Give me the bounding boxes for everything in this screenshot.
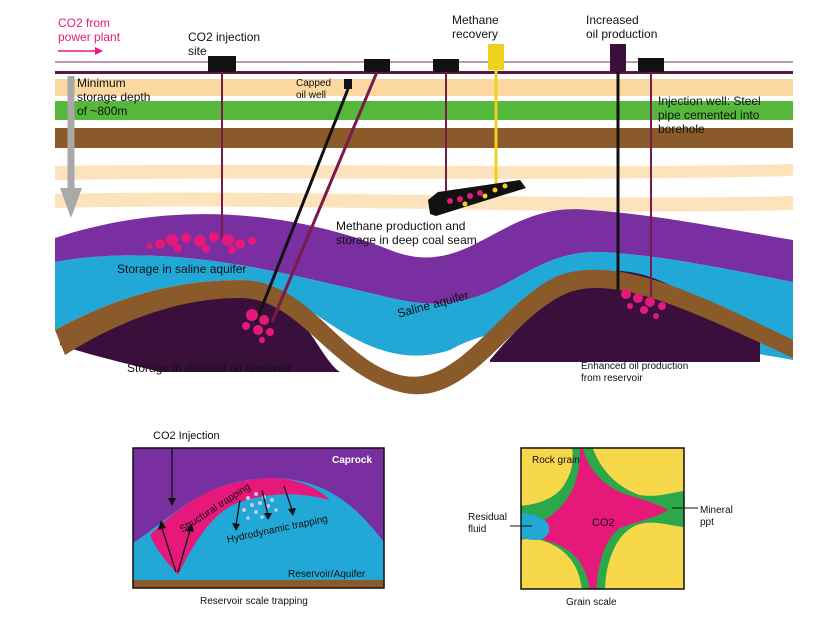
co2-source-label: CO2 from power plant [58, 16, 121, 44]
trapping-arrows [161, 448, 293, 573]
arrow-heads [158, 498, 296, 532]
enhanced-oil-label: Enhanced oil production from reservoir [581, 361, 689, 384]
methane-recovery-label: Methane recovery [452, 13, 499, 41]
oil-storage-label: Storage in disused oil reservoir [127, 361, 292, 375]
mineral-ppt-label: Mineral ppt [700, 505, 733, 528]
green-layer [55, 101, 793, 120]
co2-plume-oil [242, 309, 274, 343]
well-capped [254, 88, 350, 323]
methane-storage-label: Methane production and storage in deep c… [336, 219, 477, 247]
grain-frame [520, 447, 685, 590]
min-depth-label: Minimum storage depth of ~800m [77, 76, 151, 118]
sand-layer-3 [55, 192, 793, 212]
power-plant-arrow-head [95, 47, 103, 55]
ground-surface [55, 71, 793, 74]
wellhead-6 [638, 58, 664, 72]
increased-oil-label: Increased oil production [586, 13, 658, 41]
depth-arrow-head [60, 188, 82, 218]
co2-plume-saline [147, 232, 256, 254]
co2-plume-enhanced [621, 289, 666, 319]
wellhead-2 [364, 59, 390, 72]
rock-grain-label: Rock grain [532, 455, 580, 466]
saline-storage-label: Storage in saline aquifer [117, 262, 247, 276]
sand-layer-2 [55, 164, 793, 180]
co2-pore [534, 448, 668, 589]
dissolved-co2-dots [242, 492, 278, 520]
sand-layer-1 [55, 79, 793, 96]
reservoir-frame [132, 447, 385, 589]
caprock-layer [55, 209, 793, 304]
caprock-label: Caprock [332, 455, 373, 466]
reservoir-inset [132, 447, 385, 589]
wellhead-3 [433, 59, 459, 72]
brown-layer-1 [55, 128, 793, 148]
residual-fluid-label: Residual fluid [468, 512, 507, 535]
well-oil [270, 71, 379, 323]
co2-injection-label: CO2 Injection [153, 430, 220, 442]
residual-fluid [521, 513, 550, 540]
reservoir-aquifer-label: Reservoir/Aquifer [288, 569, 366, 580]
co2-grain-label: CO2 [592, 517, 615, 529]
co2-plume-coal [447, 190, 483, 204]
coal-seam [428, 180, 526, 216]
oil-reservoir-right [490, 271, 760, 362]
reservoir-base [133, 580, 384, 588]
cross-section [55, 44, 793, 395]
capped-well-head [344, 79, 352, 89]
methane-bubbles [462, 183, 508, 207]
methane-recovery-head [488, 44, 504, 70]
injection-site-label: CO2 injection site [188, 30, 261, 58]
grain-inset [510, 447, 698, 590]
reservoir-caption: Reservoir scale trapping [200, 596, 308, 607]
injection-well-label: Injection well: Steel pipe cemented into… [658, 94, 761, 136]
oil-production-head [610, 44, 626, 72]
grain-caption: Grain scale [566, 597, 617, 608]
capped-well-label: Capped oil well [296, 78, 332, 101]
injection-wellhead [208, 56, 236, 72]
reservoir-co2 [150, 478, 330, 575]
